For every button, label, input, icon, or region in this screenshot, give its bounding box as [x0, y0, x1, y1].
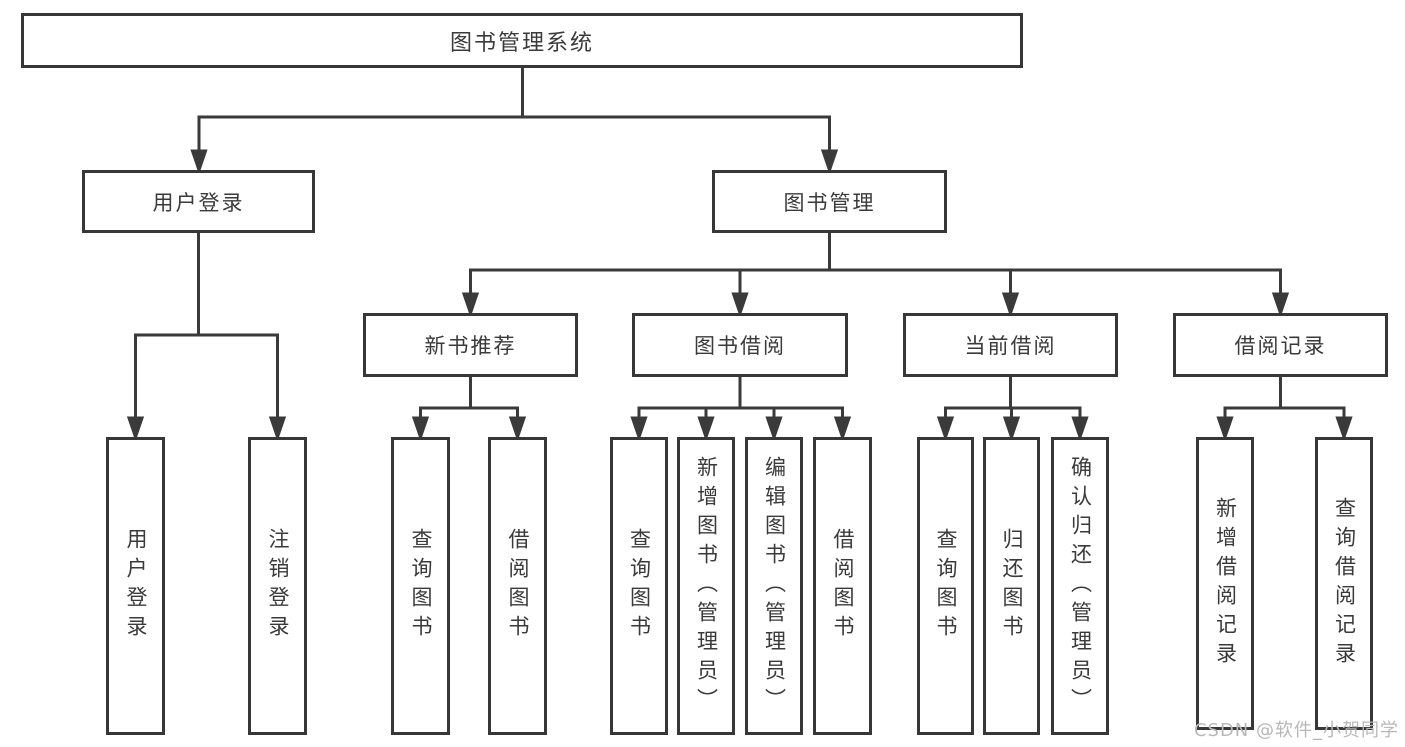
arrowhead-icon [190, 149, 208, 175]
node-user-login-branch: 用户登录 [82, 170, 315, 233]
arrowhead-icon [1071, 416, 1089, 442]
arrowhead-icon [936, 416, 955, 442]
arrowhead-icon [820, 149, 839, 175]
watermark: CSDN @软件_小贺同学 [1193, 720, 1399, 741]
connector-newbooks-to-leaves [411, 375, 527, 442]
leaf-logout: 注销登录 [248, 437, 307, 735]
leaf-borrow-books: 借阅图书 [813, 437, 872, 735]
arrowhead-icon [697, 416, 715, 442]
leaf-query-borrow-record: 查询借阅记录 [1315, 437, 1373, 730]
leaf-query-books-borrowing: 查询图书 [610, 437, 668, 735]
arrowhead-icon [630, 416, 648, 442]
arrowhead-icon [508, 416, 527, 442]
arrowhead-icon [1001, 292, 1020, 318]
arrowhead-icon [126, 416, 145, 442]
leaf-query-books-current: 查询图书 [917, 437, 974, 735]
arrowhead-icon [765, 416, 783, 442]
arrowhead-icon [1216, 416, 1234, 442]
connector-current-to-leaves [936, 375, 1089, 442]
arrowhead-icon [731, 292, 749, 318]
arrowhead-icon [1002, 416, 1021, 442]
node-book-borrowing: 图书借阅 [632, 313, 848, 377]
leaf-borrow-books-recommend: 借阅图书 [488, 437, 547, 735]
arrowhead-icon [411, 416, 430, 442]
arrowhead-icon [461, 292, 480, 318]
leaf-add-books-admin: 新增图书（管理员） [677, 437, 735, 735]
node-current-borrowing: 当前借阅 [903, 313, 1118, 377]
leaf-query-books-recommend: 查询图书 [391, 437, 450, 735]
connector-root-to-level2 [190, 66, 839, 175]
arrowhead-icon [1271, 292, 1290, 318]
leaf-user-login: 用户登录 [106, 437, 165, 735]
leaf-edit-books-admin: 编辑图书（管理员） [745, 437, 803, 735]
arrowhead-icon [833, 416, 852, 442]
node-new-book-recommend: 新书推荐 [363, 313, 578, 377]
arrowhead-icon [268, 416, 287, 442]
connector-borrowing-to-leaves [630, 375, 852, 442]
arrowhead-icon [1335, 416, 1353, 442]
leaf-add-borrow-record: 新增借阅记录 [1196, 437, 1254, 730]
connector-bookmgmt-to-level3 [461, 231, 1290, 318]
connector-records-to-leaves [1216, 375, 1353, 442]
node-book-management-branch: 图书管理 [712, 170, 947, 233]
leaf-confirm-return-admin: 确认归还（管理员） [1051, 437, 1109, 735]
connector-userlogin-to-leaves [126, 231, 287, 442]
leaf-return-books: 归还图书 [983, 437, 1040, 735]
node-library-management-system: 图书管理系统 [21, 13, 1023, 68]
node-borrowing-records: 借阅记录 [1173, 313, 1388, 377]
